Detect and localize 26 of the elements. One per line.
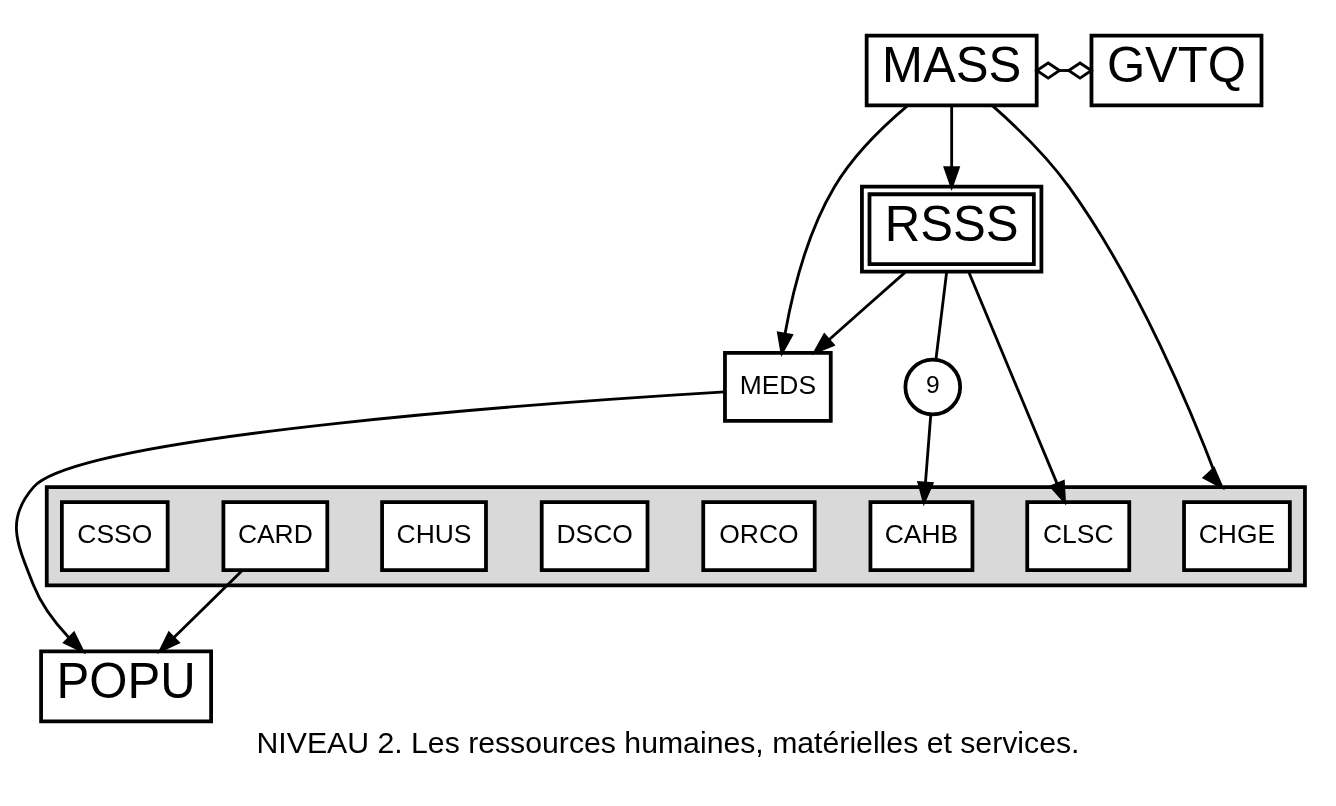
node-box: CARD: [221, 500, 330, 573]
node-box: CHUS: [380, 500, 488, 573]
arrow: [811, 271, 907, 356]
arrow: [15, 390, 725, 655]
node-circle: 9: [903, 357, 963, 417]
arrow: [991, 104, 1225, 491]
connector: [1034, 61, 1094, 80]
node-box: GVTQ: [1089, 33, 1264, 108]
node-box: RSSS: [860, 184, 1044, 274]
arrow: [776, 104, 909, 358]
node-box: DSCO: [539, 500, 650, 573]
node-box: CLSC: [1025, 500, 1132, 573]
node-box: CSSO: [60, 500, 170, 573]
arrow: [967, 271, 1067, 506]
node-box: ORCO: [701, 500, 817, 573]
node-box: MEDS: [723, 351, 833, 423]
node-box: POPU: [39, 649, 213, 724]
arrow: [943, 106, 961, 191]
arrow: [916, 414, 935, 507]
caption: NIVEAU 2. Les ressources humaines, matérielles et services.: [256, 726, 1080, 760]
node-box: MASS: [864, 33, 1039, 108]
cluster: [44, 485, 1307, 588]
arrow: [157, 569, 244, 655]
node-box: CAHB: [868, 500, 975, 573]
connector: [934, 272, 948, 360]
node-box: CHGE: [1182, 500, 1292, 573]
